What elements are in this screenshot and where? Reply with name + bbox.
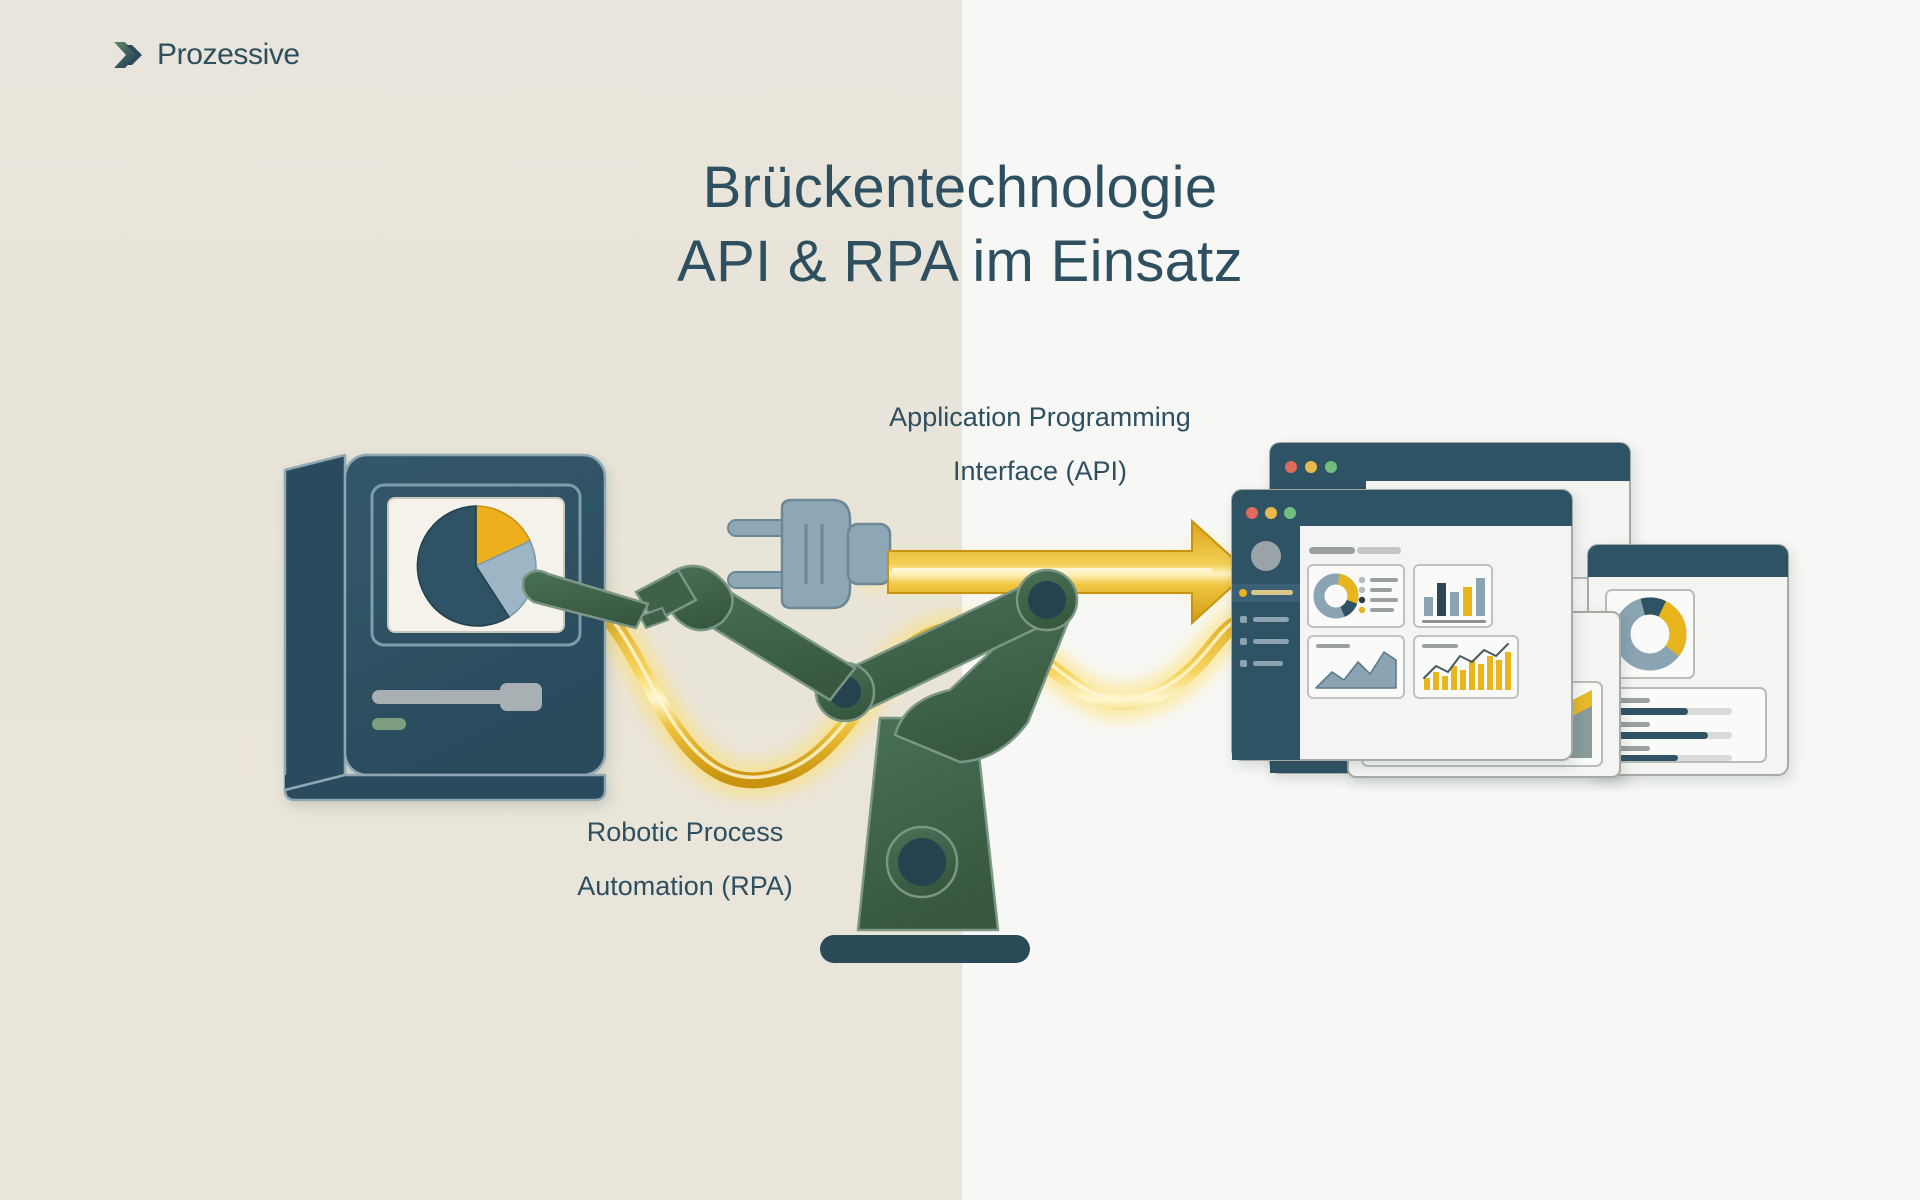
brand-logo[interactable]: Prozessive [112, 38, 300, 72]
dashboard-window-main [1231, 489, 1573, 761]
widget-bar-chart [1413, 564, 1493, 628]
widget-area-chart [1307, 635, 1405, 699]
dashboard-sidebar [1232, 526, 1300, 760]
gripper-icon [521, 568, 698, 630]
brand-name: Prozessive [157, 38, 300, 71]
robot-arm-icon [521, 564, 1079, 963]
rpa-callout-label: Robotic Process Automation (RPA) [577, 817, 793, 901]
page-title: Brückentechnologie API & RPA im Einsatz [0, 151, 1920, 299]
page-title-line-2: API & RPA im Einsatz [677, 229, 1243, 295]
page-title-line-1: Brückentechnologie [702, 154, 1218, 220]
retro-computer-icon [283, 453, 607, 802]
pie-chart-on-screen [416, 505, 537, 627]
api-callout-label: Application Programming Interface (API) [889, 402, 1191, 486]
donut-chart-small [1613, 597, 1687, 671]
dashboard-window-right [1587, 544, 1789, 776]
widget-combo-chart [1413, 635, 1519, 699]
double-chevron-right-icon [112, 38, 148, 72]
power-plug-icon [727, 498, 892, 610]
widget-donut-legend [1307, 564, 1405, 628]
